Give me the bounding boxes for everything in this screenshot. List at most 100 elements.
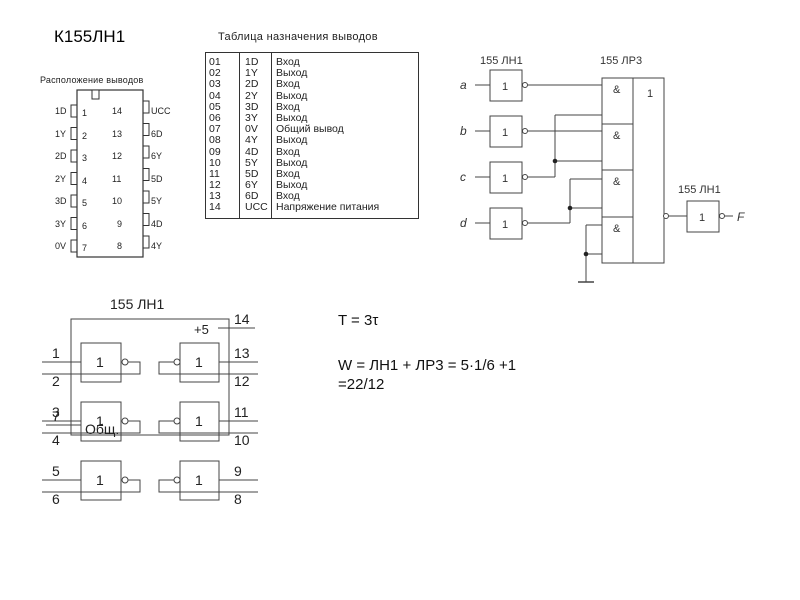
signal-name-cell: 5D — [240, 168, 272, 181]
pin-number: 6 — [52, 491, 60, 507]
pinout-heading: Расположение выводов — [40, 75, 144, 85]
function-cell: Выход — [276, 156, 308, 169]
pin-number: 5 — [52, 463, 60, 479]
pin-number-label: 3 — [82, 153, 88, 163]
pin-signal-label: 1D — [55, 106, 67, 116]
pin-number-cell: 04 — [206, 90, 240, 102]
aoi-chip-label: 155 ЛР3 — [600, 55, 642, 67]
input-c-label: c — [460, 170, 466, 184]
function-cell: Напряжение питания — [276, 201, 380, 214]
pin-tab — [143, 168, 150, 181]
pin-signal-label: 6Y — [151, 151, 163, 161]
and-symbol: & — [613, 176, 621, 188]
pin-number-cell: 09 — [206, 146, 240, 158]
pin-signal-label: 4Y — [151, 241, 163, 251]
pin-number: 8 — [234, 491, 242, 507]
formula-period: T = 3τ — [338, 312, 379, 329]
pin-number-cell: 01 — [206, 56, 240, 69]
pin-number-cell: 03 — [206, 79, 240, 91]
input-b-label: b — [460, 124, 467, 138]
inverter-symbol: 1 — [699, 212, 705, 224]
pin-number: 12 — [234, 373, 250, 389]
pin-tab — [70, 217, 77, 230]
chip-diagram-label: 155 ЛН1 — [110, 296, 165, 312]
junction-dot — [552, 158, 558, 164]
signal-name-cell: UCC — [240, 202, 272, 214]
signal-name-cell: 0V — [240, 123, 272, 136]
dip-notch — [91, 89, 100, 100]
or-section — [632, 77, 665, 264]
pin-tab — [70, 104, 77, 118]
function-cell: Выход — [276, 134, 308, 147]
pin-tab — [70, 172, 77, 185]
pin-signal-label: 3D — [55, 196, 67, 206]
pin-tab — [143, 235, 150, 249]
function-cell: Вход — [276, 78, 300, 91]
pin-number: 10 — [234, 432, 250, 448]
pin-number: 9 — [234, 463, 242, 479]
pin-number: 7 — [52, 408, 60, 424]
pin-tab — [143, 100, 150, 114]
signal-name-cell: 2Y — [240, 90, 272, 102]
signal-name-cell: 4Y — [240, 135, 272, 147]
pin-number-label: 13 — [112, 128, 123, 139]
signal-name-cell: 5Y — [240, 157, 272, 169]
signal-name-cell: 3D — [240, 101, 272, 113]
pin-tab — [70, 194, 77, 208]
gate-symbol: 1 — [96, 354, 104, 370]
signal-name-cell: 2D — [240, 79, 272, 91]
pin-signal-label: UCC — [151, 106, 171, 116]
logic-circuit: 155 ЛН1 155 ЛР3 155 ЛН1 a b c d 1 1 1 1 … — [460, 55, 745, 283]
formula-result: =22/12 — [338, 376, 385, 393]
pin-number-label: 8 — [117, 241, 123, 251]
pin-number-cell: 06 — [206, 112, 240, 125]
inverter-chip-label: 155 ЛН1 — [480, 55, 523, 67]
pin-number-label: 12 — [112, 151, 123, 161]
pin-number-label: 9 — [117, 218, 123, 229]
pin-number-cell: 14 — [206, 202, 240, 214]
signal-name-cell: 6Y — [240, 179, 272, 192]
signal-name-cell: 6D — [240, 191, 272, 203]
signal-name-cell: 4D — [240, 146, 272, 158]
function-cell: Выход — [276, 89, 308, 102]
function-cell: Вход — [276, 145, 300, 158]
inverter-symbol: 1 — [502, 81, 508, 93]
chip-body — [70, 318, 230, 436]
function-cell: Вход — [276, 190, 300, 203]
pin-tab — [70, 127, 77, 140]
pin-tab — [70, 149, 77, 163]
pin-signal-label: 0V — [55, 241, 67, 251]
or-symbol: 1 — [647, 88, 653, 100]
pin-signal-label: 5D — [151, 173, 163, 184]
formula-cost: W = ЛН1 + ЛР3 = 5·1/6 +1 — [338, 357, 517, 374]
output-chip-label: 155 ЛН1 — [678, 184, 721, 196]
and-symbol: & — [613, 223, 621, 235]
pin-number-cell: 13 — [206, 191, 240, 203]
pin-number-cell: 10 — [206, 157, 240, 169]
pin-number-label: 4 — [82, 175, 88, 186]
function-cell: Вход — [276, 167, 300, 180]
function-cell: Вход — [276, 100, 300, 113]
pin-signal-label: 5Y — [151, 196, 163, 206]
input-a-label: a — [460, 78, 467, 92]
pin-number-cell: 05 — [206, 101, 240, 113]
inverter-symbol: 1 — [502, 219, 508, 231]
pin-signal-label: 4D — [151, 218, 163, 229]
pin-number-label: 2 — [82, 130, 88, 141]
function-cell: Выход — [276, 179, 308, 192]
inverter-symbol: 1 — [502, 173, 508, 185]
pin-number-cell: 11 — [206, 168, 240, 181]
dip-body — [76, 89, 144, 258]
